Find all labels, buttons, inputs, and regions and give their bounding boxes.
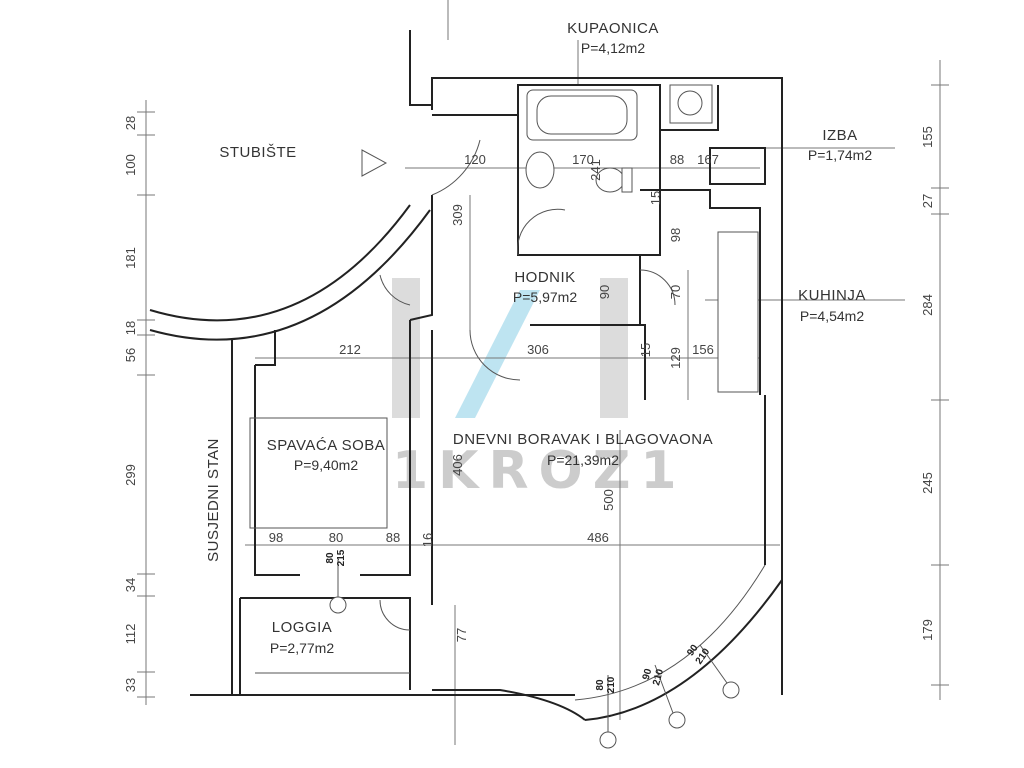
window-2-height: 210 [606,676,617,693]
dim-15: 15 [648,191,663,205]
right-dimension-chain [931,60,949,700]
room-name-kupaonica: KUPAONICA [567,20,659,37]
walls [149,30,783,721]
room-area-izba: P=1,74m2 [808,147,872,163]
dim-90: 90 [597,285,612,299]
sink [525,151,555,189]
dim-left-5: 56 [123,348,138,362]
dim-88-bottom: 88 [386,530,400,545]
dim-70: 70 [668,285,683,299]
dim-406: 406 [450,454,465,476]
room-labels: KUPAONICA P=4,12m2 IZBA P=1,74m2 STUBIŠT… [205,20,872,656]
dim-right-3: 284 [920,294,935,316]
left-dimension-labels: 28 100 181 18 56 299 34 112 33 [123,116,138,692]
window-markers [329,560,740,749]
dim-left-6: 299 [123,464,138,486]
dim-212: 212 [339,342,361,357]
room-name-kuhinja: KUHINJA [798,287,866,304]
room-name-hodnik: HODNIK [514,269,575,286]
label-susjedni-stan: SUSJEDNI STAN [205,438,222,562]
dim-129: 129 [668,347,683,369]
room-area-hodnik: P=5,97m2 [513,289,577,305]
window-mark-labels: 80 215 80 210 90 210 90 210 [325,549,712,693]
room-area-spavaca-soba: P=9,40m2 [294,457,358,473]
dim-156: 156 [692,342,714,357]
dim-88: 88 [670,152,684,167]
dim-77: 77 [454,628,469,642]
watermark-text: 1KROZ1 [392,441,687,501]
dim-98: 98 [668,228,683,242]
dim-306: 306 [527,342,549,357]
dim-left-4: 18 [123,321,138,335]
window-3-width: 90 [641,667,655,681]
left-dimension-chain [137,100,155,705]
dim-170: 170 [572,152,594,167]
room-area-loggia: P=2,77m2 [270,640,334,656]
room-name-loggia: LOGGIA [272,619,333,636]
dim-16: 16 [420,533,435,547]
dim-120: 120 [464,152,486,167]
dim-left-1: 28 [123,116,138,130]
inner-dimension-lines [245,0,905,745]
dim-right-5: 179 [920,619,935,641]
window-1-height: 215 [336,549,347,566]
room-name-izba: IZBA [822,127,857,144]
room-name-stubiste: STUBIŠTE [219,144,296,161]
stair-direction-icon [361,149,388,177]
dim-80: 80 [329,530,343,545]
dim-486: 486 [587,530,609,545]
dim-right-4: 245 [920,472,935,494]
room-area-dnevni-boravak: P=21,39m2 [547,452,619,468]
dim-left-2: 100 [123,154,138,176]
watermark: 1KROZ1 [392,278,687,501]
window-1-width: 80 [325,552,336,564]
window-2-width: 80 [595,679,606,691]
inner-dimension-labels: 120 170 88 167 309 241 15 98 90 70 212 3… [269,152,719,642]
dim-left-9: 33 [123,678,138,692]
dim-167: 167 [697,152,719,167]
dim-left-7: 34 [123,578,138,592]
fixtures [361,84,759,393]
room-area-kuhinja: P=4,54m2 [800,308,864,324]
dim-309: 309 [450,204,465,226]
dim-15-b: 15 [638,343,653,357]
dim-left-3: 181 [123,247,138,269]
dim-right-2: 27 [920,194,935,208]
dim-241: 241 [588,159,603,181]
room-area-kupaonica: P=4,12m2 [581,40,645,56]
kitchen-counter [717,231,759,393]
window-3-height: 210 [651,667,666,686]
right-dimension-labels: 155 27 284 245 179 [920,126,935,641]
dim-left-8: 112 [123,624,138,645]
room-name-spavaca-soba: SPAVAĆA SOBA [267,437,386,454]
dim-right-1: 155 [920,126,935,148]
room-name-dnevni-boravak: DNEVNI BORAVAK I BLAGOVAONA [453,431,713,448]
doors [379,139,676,631]
dim-98-bottom: 98 [269,530,283,545]
dim-500: 500 [601,489,616,511]
